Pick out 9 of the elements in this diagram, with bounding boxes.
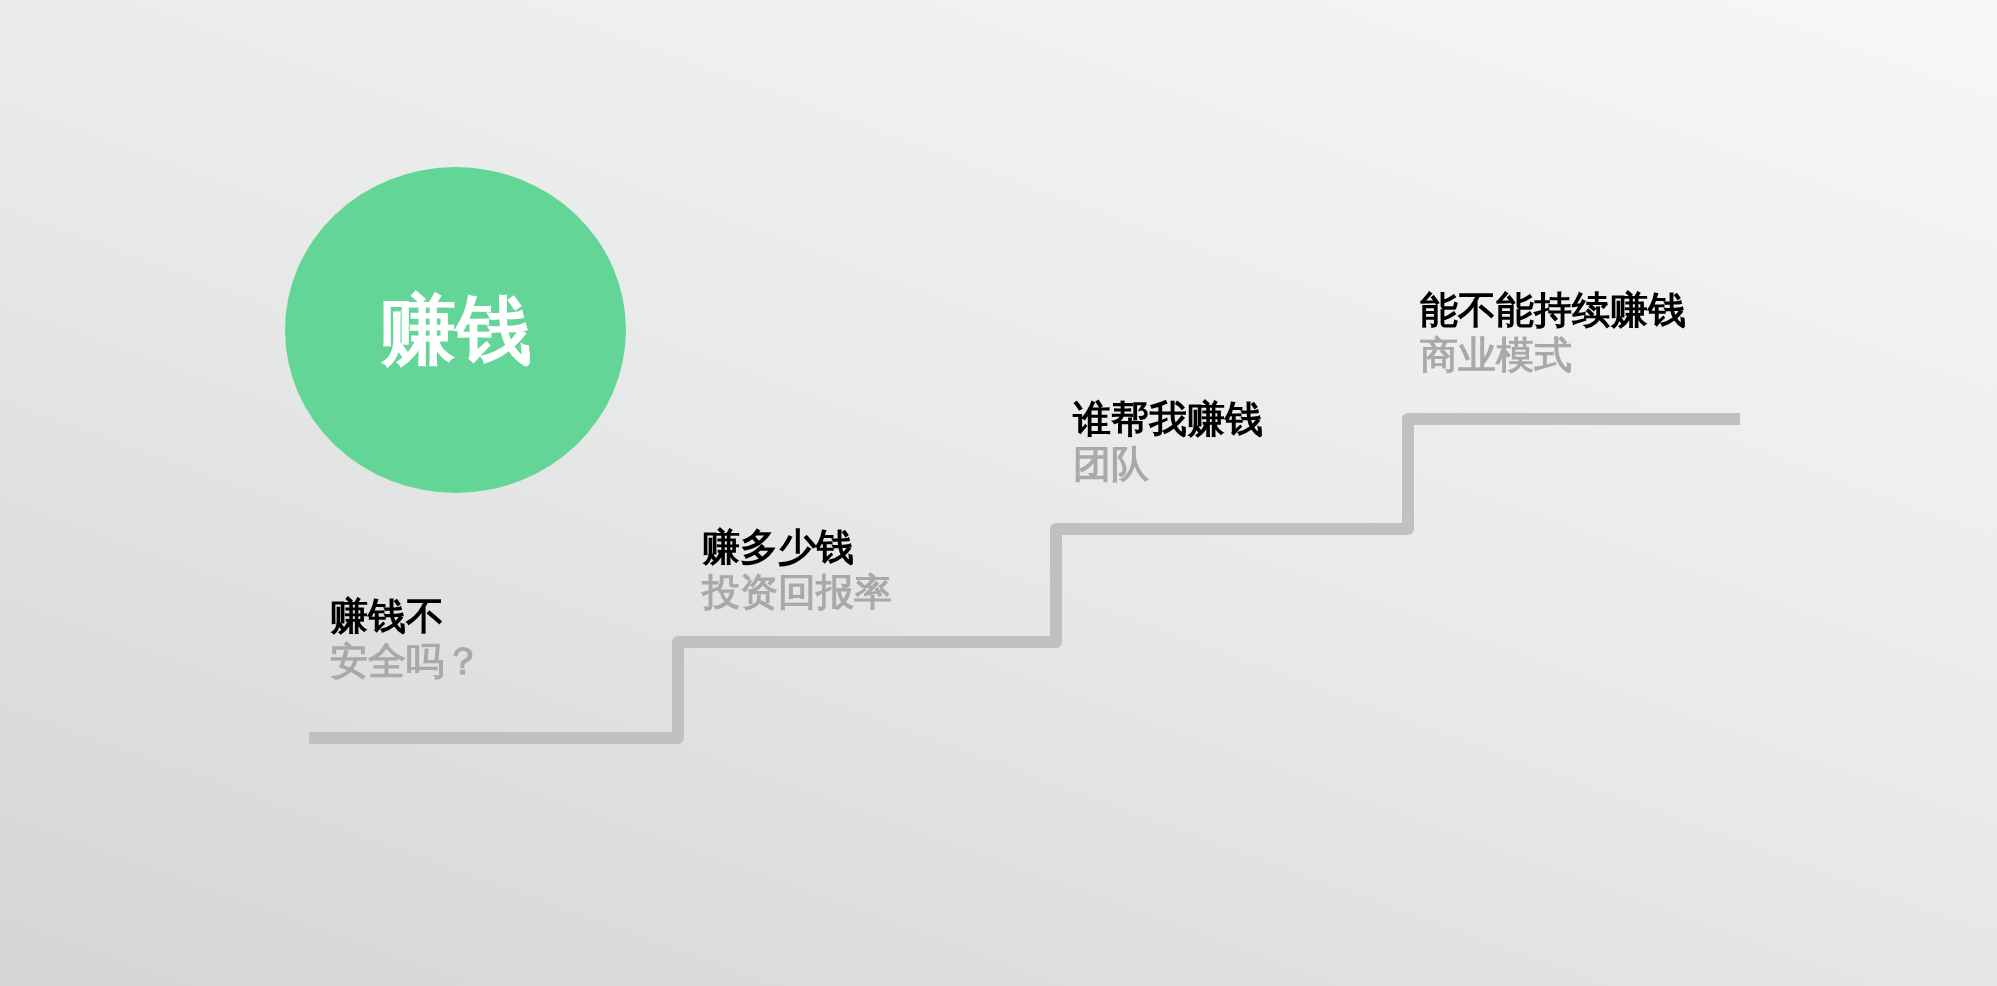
step-subtitle: 商业模式: [1420, 336, 1572, 374]
step-heading: 谁帮我赚钱: [1073, 400, 1263, 438]
step-heading: 赚多少钱: [702, 528, 854, 566]
step-heading: 能不能持续赚钱: [1420, 291, 1686, 329]
step-subtitle: 安全吗？: [330, 642, 482, 680]
circle-title: 赚钱: [379, 292, 532, 368]
step-subtitle: 团队: [1073, 445, 1149, 483]
step-heading: 赚钱不: [330, 597, 444, 635]
step-subtitle: 投资回报率: [702, 573, 892, 611]
